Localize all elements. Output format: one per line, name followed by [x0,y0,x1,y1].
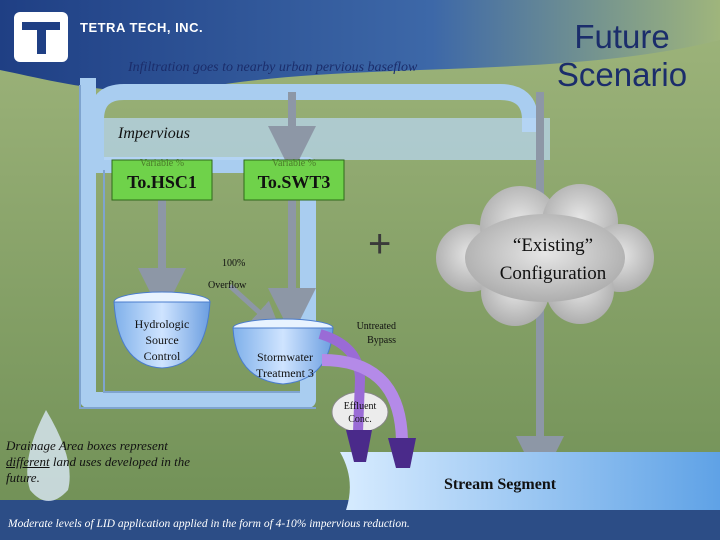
bypass-arrow [318,329,366,433]
untreated-bypass-label: Untreated Bypass [336,320,396,348]
hydrologic-label: Hydrologic Source Control [122,316,202,364]
note-part-1: Drainage Area boxes represent [6,438,168,453]
box-hsc [111,159,213,201]
hydrologic-line-1: Hydrologic [134,317,190,331]
stormwater-label: Stormwater Treatment 3 [244,349,326,381]
percent-label: 100% [222,258,246,269]
hydrologic-bowl [113,301,211,369]
company-logo-text: TETRA TECH, INC. [80,20,204,35]
hydrologic-line-2: Source [145,333,179,347]
overflow-label: Overflow [208,280,247,291]
box-hsc-name: To.HSC1 [127,172,197,192]
box-swt-variable: Variable % [271,158,317,169]
impervious-area [104,118,550,160]
untreated-arrow [321,354,408,441]
box-swt [243,159,345,201]
title-line-2: Scenario [556,56,688,93]
title-line-1: Future [574,18,670,55]
plus-sign: + [368,222,392,266]
page-title: Future Scenario [542,18,702,94]
drainage-note: Drainage Area boxes represent different … [6,438,196,486]
box-swt-name: To.SWT3 [257,172,331,192]
untreated-line-1: Untreated [356,321,396,332]
water-drop [27,410,70,501]
existing-configuration-label: “Existing” Configuration [468,232,638,288]
effluent-line-1: Effluent [343,401,377,412]
effluent-label: Effluent Conc. [334,400,386,426]
cloud-line-2: Configuration [499,263,607,284]
note-part-2: land uses developed in the future. [6,454,191,485]
existing-cloud [436,184,654,326]
stormwater-line-2: Treatment 3 [256,366,314,380]
footer-note: Moderate levels of LID application appli… [8,518,410,530]
stormwater-bowl [232,327,334,385]
hydrologic-line-3: Control [143,349,181,363]
stream-segment [340,452,720,510]
untreated-line-2: Bypass [367,335,396,346]
impervious-label: Impervious [118,125,190,142]
stormwater-line-1: Stormwater [257,350,313,364]
stream-segment-label: Stream Segment [443,476,557,493]
box-hsc-variable: Variable % [139,158,185,169]
header-band [0,0,720,92]
infiltration-label: Infiltration goes to nearby urban pervio… [128,60,418,75]
cloud-line-1: “Existing” [512,235,594,256]
note-underlined: different [6,454,50,469]
effluent-line-2: Conc. [348,414,372,425]
